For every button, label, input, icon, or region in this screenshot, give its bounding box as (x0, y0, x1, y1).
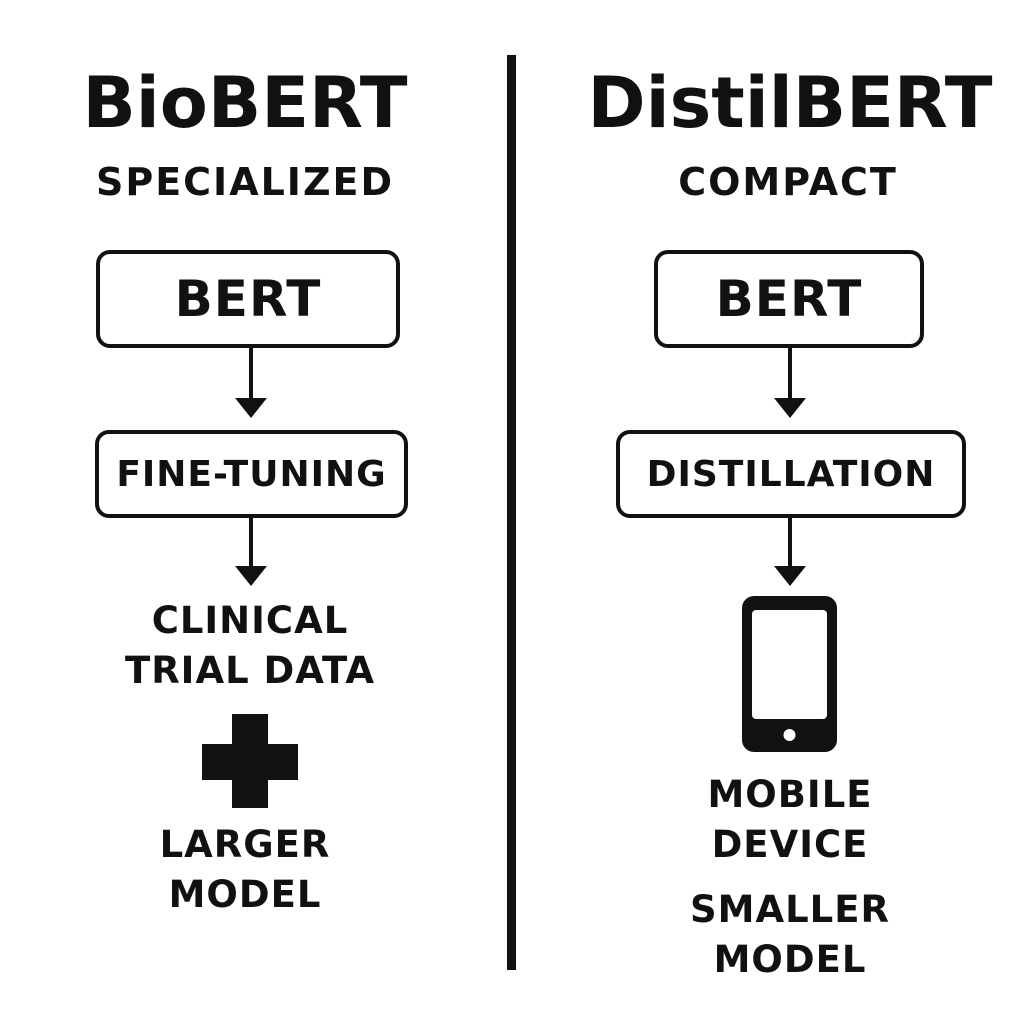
biobert-model-size-label: LARGER MODEL (65, 820, 425, 920)
center-divider (507, 55, 516, 970)
biobert-fine-tuning-box: FINE-TUNING (95, 430, 408, 518)
distilbert-bert-box: BERT (654, 250, 924, 348)
device-line: DEVICE (711, 823, 869, 866)
distilbert-arrow-2 (774, 518, 806, 586)
trial-data-line: TRIAL DATA (124, 649, 376, 692)
distilbert-model-size-label: SMALLER MODEL (610, 885, 970, 985)
distilbert-title: DistilBERT (587, 62, 993, 144)
biobert-fine-tuning-label: FINE-TUNING (116, 453, 387, 495)
mobile-line: MOBILE (707, 773, 873, 816)
distilbert-bert-label: BERT (715, 270, 863, 328)
biobert-title: BioBERT (82, 62, 408, 144)
biobert-bert-label: BERT (174, 270, 322, 328)
distilbert-subtitle: COMPACT (678, 160, 898, 204)
model-line: MODEL (168, 873, 322, 916)
biobert-subtitle: SPECIALIZED (95, 160, 395, 204)
plus-icon (202, 714, 298, 808)
distilbert-device-label: MOBILE DEVICE (610, 770, 970, 870)
mobile-phone-icon (742, 596, 837, 752)
biobert-clinical-data-label: CLINICAL TRIAL DATA (70, 596, 430, 696)
model-line-right: MODEL (713, 938, 867, 981)
distilbert-distillation-label: DISTILLATION (646, 453, 936, 495)
distilbert-arrow-1 (774, 348, 806, 418)
clinical-line: CLINICAL (151, 599, 349, 642)
biobert-arrow-1 (235, 348, 267, 418)
distilbert-distillation-box: DISTILLATION (616, 430, 966, 518)
smaller-line: SMALLER (689, 888, 891, 931)
biobert-arrow-2 (235, 518, 267, 586)
larger-line: LARGER (159, 823, 331, 866)
biobert-bert-box: BERT (96, 250, 400, 348)
